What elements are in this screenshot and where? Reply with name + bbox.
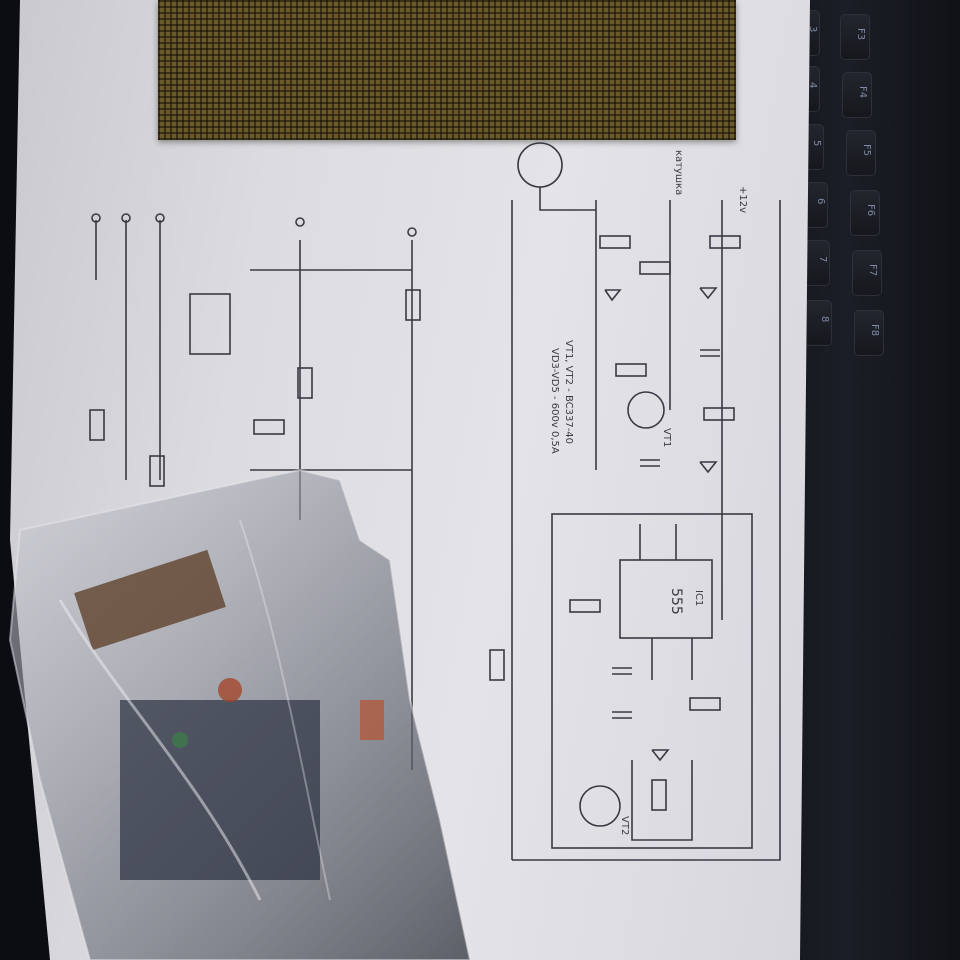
bag-resistor-strip — [74, 549, 226, 651]
relay-wire — [631, 760, 693, 841]
transistor-vt1-symbol — [627, 391, 665, 429]
ic-surround-wires — [551, 513, 753, 849]
resistor-r6 — [569, 599, 601, 613]
outer-loop-wire — [512, 200, 781, 861]
key-f7 — [852, 250, 882, 296]
resistor-left-b — [297, 367, 313, 399]
bag-capacitor — [360, 700, 384, 740]
resistor-left-f — [489, 649, 505, 681]
resistor-left-d — [89, 409, 105, 441]
diode-vd4 — [651, 749, 670, 762]
parts-note-1: VT1, VT2 - BC337-40 — [563, 340, 574, 444]
diode-vd2 — [604, 289, 622, 302]
resistor-left-a — [405, 289, 421, 321]
terminal-3 — [155, 213, 165, 223]
key-f4 — [842, 72, 872, 118]
resistor-r5 — [599, 235, 631, 249]
bag-red-component — [218, 678, 242, 702]
resistor-left-c — [149, 455, 165, 487]
resistor-r3 — [615, 363, 647, 377]
ic-555-body — [619, 559, 713, 639]
resistor-r1 — [709, 235, 741, 249]
terminal-4 — [295, 217, 305, 227]
resistor-r4 — [703, 407, 735, 421]
parts-note-2: VD3-VD5 - 600v 0,5A — [549, 348, 560, 454]
resistor-left-e — [253, 419, 285, 435]
bag-reflection-2 — [239, 519, 331, 901]
supply-label: +12v — [737, 186, 748, 213]
key-f6 — [850, 190, 880, 236]
key-f8 — [854, 310, 884, 356]
coil-label: катушка — [673, 150, 684, 195]
key-f5 — [846, 130, 876, 176]
terminal-2 — [121, 213, 131, 223]
perfboard-pcb — [158, 0, 736, 140]
resistor-r2 — [639, 261, 671, 275]
terminal-1 — [91, 213, 101, 223]
diode-vd3 — [699, 461, 718, 474]
bag-parts-cluster — [120, 700, 320, 880]
coil-wire — [539, 187, 596, 211]
relay-coil — [651, 779, 667, 811]
bag-green-component — [172, 732, 188, 748]
bag-reflection — [58, 599, 262, 901]
vt2-label: VT2 — [619, 816, 630, 835]
vt1-label: VT1 — [661, 428, 672, 447]
key-f3 — [840, 14, 870, 60]
key-8 — [802, 300, 832, 346]
diode-vd1 — [699, 287, 718, 300]
resistor-r7 — [689, 697, 721, 711]
terminal-5 — [407, 227, 417, 237]
ic-ref-label: IC1 — [693, 590, 704, 606]
relay-block-left — [189, 293, 231, 355]
ic-part-label: 555 — [668, 588, 684, 615]
transistor-vt2-symbol — [579, 785, 621, 827]
